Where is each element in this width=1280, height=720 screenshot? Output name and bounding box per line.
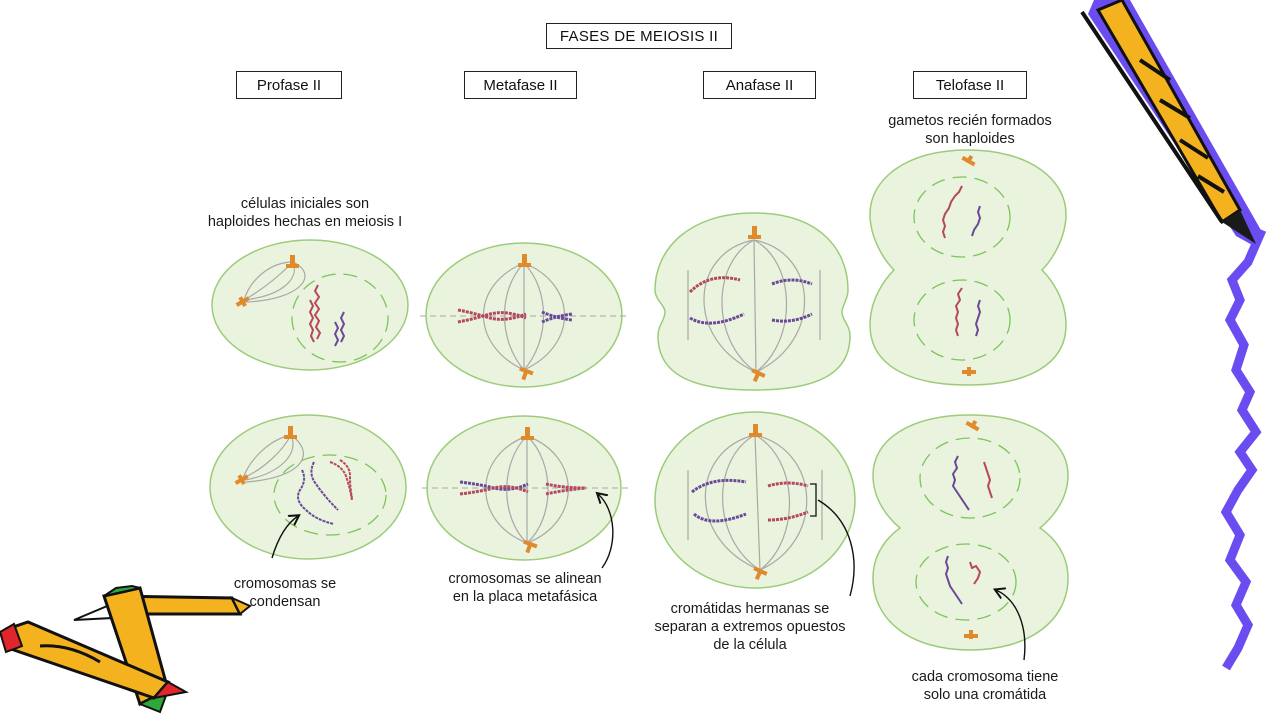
note-line: gametos recién formados bbox=[888, 113, 1052, 129]
note-line: cromosomas se bbox=[233, 576, 337, 592]
centrosome-icon bbox=[519, 366, 534, 381]
centrosome-icon bbox=[284, 426, 297, 439]
crayon-icon bbox=[0, 620, 189, 700]
note-line: en la placa metafásica bbox=[452, 589, 598, 605]
cell-metafase-top bbox=[420, 242, 628, 388]
centrosome-icon bbox=[748, 226, 761, 239]
note-condense: cromosomas se condensan bbox=[200, 575, 370, 611]
annotation-arrow bbox=[598, 494, 614, 569]
note-separate: cromátidas hermanas se separan a extremo… bbox=[620, 600, 880, 654]
centrosome-icon bbox=[753, 566, 768, 581]
annotation-arrow bbox=[817, 499, 855, 597]
centrosome-icon bbox=[751, 368, 766, 383]
crayon-icon bbox=[73, 594, 252, 621]
pencil-icon bbox=[1080, 0, 1262, 246]
centrosome-icon bbox=[961, 154, 976, 167]
centrosome-icon bbox=[234, 474, 249, 485]
note-align: cromosomas se alinean en la placa metafá… bbox=[410, 570, 640, 606]
centrosome-icon bbox=[518, 254, 531, 267]
note-line: son haploides bbox=[925, 131, 1015, 147]
note-line: condensan bbox=[249, 594, 321, 610]
centrosome-icon bbox=[523, 539, 538, 554]
cell-profase-top bbox=[211, 239, 409, 371]
bracket bbox=[810, 483, 817, 517]
cell-metafase-bottom bbox=[422, 415, 632, 561]
note-line: haploides hechas en meiosis I bbox=[207, 214, 403, 230]
centrosome-icon bbox=[749, 424, 762, 437]
note-initial-cells: células iniciales son haploides hechas e… bbox=[170, 195, 440, 231]
centrosome-icon bbox=[962, 367, 976, 376]
cell-profase-bottom bbox=[209, 414, 407, 560]
note-line: cromátidas hermanas se bbox=[670, 601, 830, 617]
note-new-gametes: gametos recién formados son haploides bbox=[855, 112, 1085, 148]
note-line: cada cromosoma tiene bbox=[911, 669, 1059, 685]
cell-anafase-bottom bbox=[654, 411, 856, 589]
note-line: de la célula bbox=[713, 637, 787, 653]
centrosome-icon bbox=[521, 427, 534, 440]
phase-label-telofase: Telofase II bbox=[913, 71, 1027, 99]
note-line: cromosomas se alinean bbox=[448, 571, 602, 587]
phase-label-profase: Profase II bbox=[236, 71, 342, 99]
cell-anafase-top bbox=[654, 212, 851, 391]
annotation-arrow bbox=[996, 590, 1026, 661]
centrosome-icon bbox=[286, 255, 299, 268]
note-line: solo una cromátida bbox=[923, 687, 1047, 703]
phase-label-metafase: Metafase II bbox=[464, 71, 577, 99]
note-one-chromatid: cada cromosoma tiene solo una cromátida bbox=[870, 668, 1100, 704]
diagram-title: FASES DE MEIOSIS II bbox=[546, 23, 732, 49]
zigzag-line bbox=[1220, 228, 1267, 671]
centrosome-icon bbox=[235, 296, 250, 307]
centrosome-icon bbox=[965, 419, 980, 432]
note-line: células iniciales son bbox=[240, 196, 370, 212]
centrosome-icon bbox=[964, 630, 978, 639]
note-line: separan a extremos opuestos bbox=[654, 619, 846, 635]
cell-telofase-bottom bbox=[872, 414, 1069, 651]
annotation-arrow bbox=[271, 516, 298, 559]
phase-label-anafase: Anafase II bbox=[703, 71, 816, 99]
cell-telofase-top bbox=[869, 149, 1067, 386]
